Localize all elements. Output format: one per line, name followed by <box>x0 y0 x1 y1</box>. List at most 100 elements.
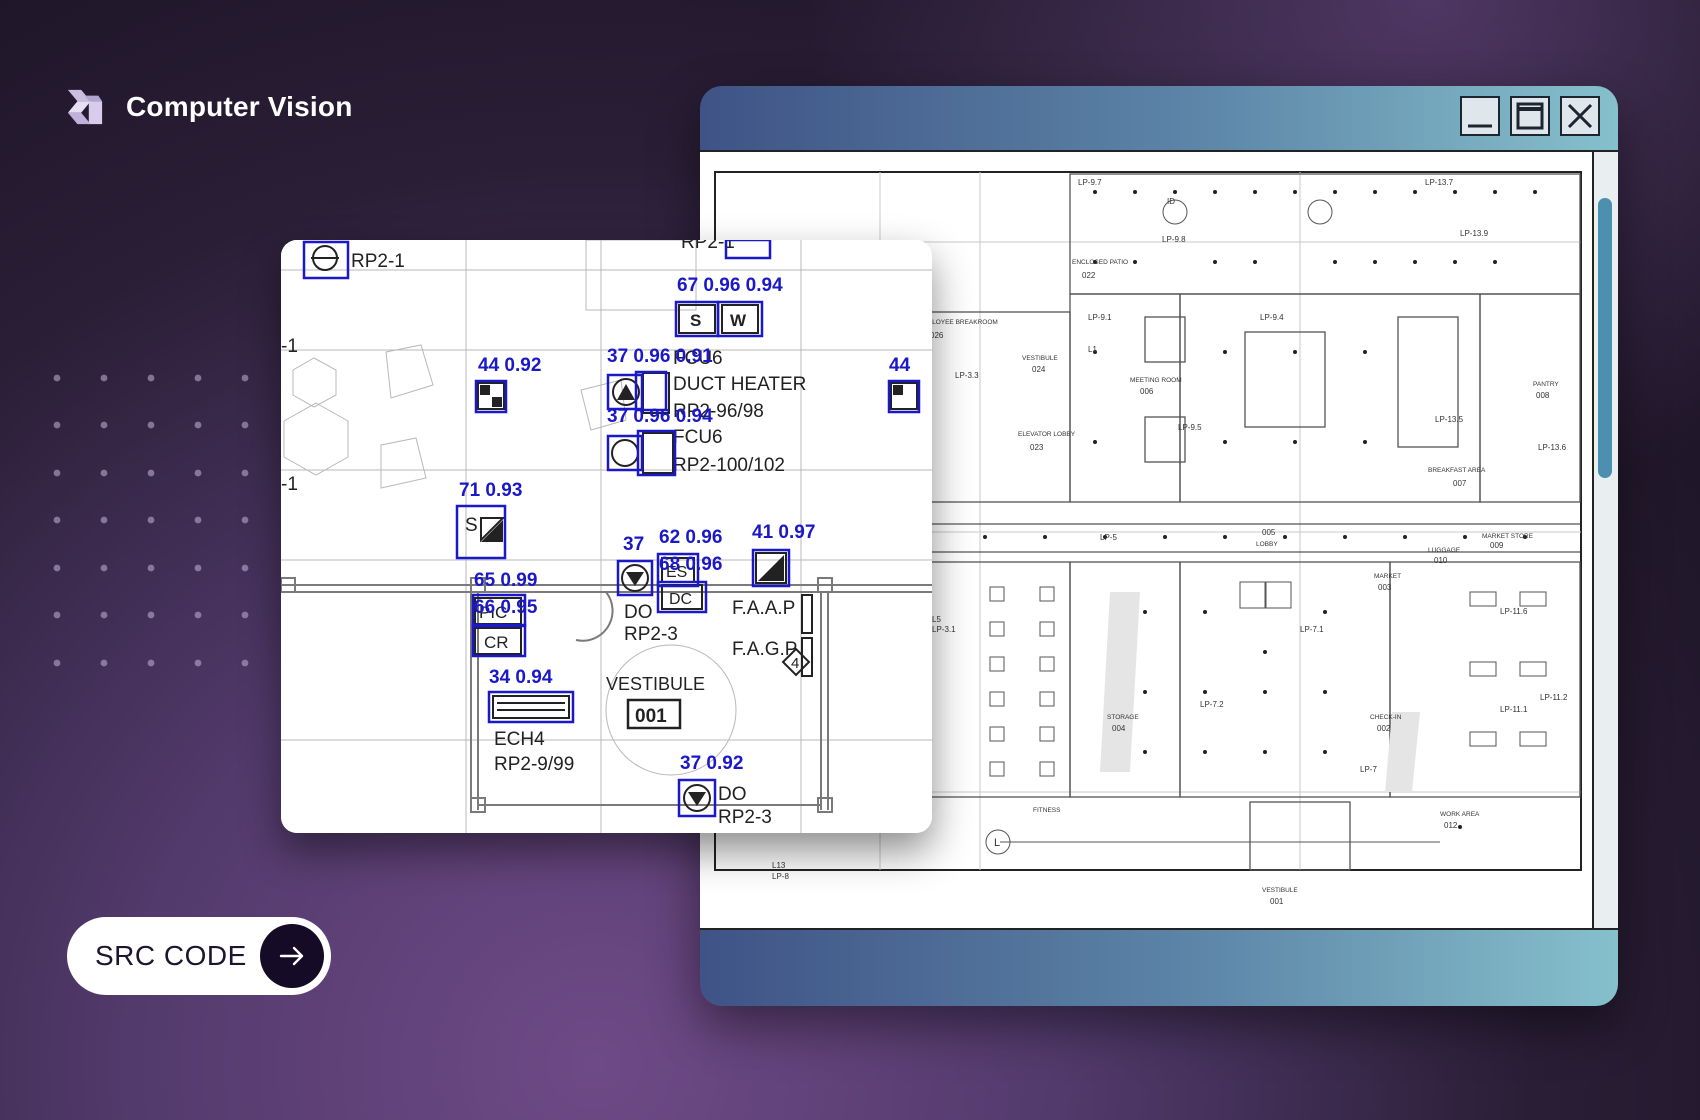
brand: Computer Vision <box>66 88 353 126</box>
detection-label: 44 <box>889 355 911 376</box>
close-button[interactable] <box>1560 96 1600 136</box>
detection-box[interactable] <box>887 379 921 414</box>
plan-label: EMPLOYEE BREAKROOM <box>918 319 998 326</box>
detection-box[interactable] <box>656 580 708 614</box>
plan-label: LP-9.1 <box>1088 313 1112 322</box>
plan-label: LP-13.9 <box>1460 229 1489 238</box>
brand-name: Computer Vision <box>126 91 353 122</box>
detection-label: 66 0.95 <box>474 597 538 618</box>
plan-label: 008 <box>1536 391 1550 400</box>
plan-label: LP-7.2 <box>1200 700 1224 709</box>
plan-label: L <box>994 837 1000 849</box>
detection-box[interactable] <box>636 429 677 477</box>
detection-label: 44 0.92 <box>478 355 541 376</box>
plan-label: 007 <box>1453 479 1467 488</box>
detection-box[interactable] <box>302 240 350 280</box>
detection-box[interactable] <box>606 434 644 472</box>
maximize-button[interactable] <box>1510 96 1550 136</box>
plan-label: 005 <box>1262 528 1276 537</box>
src-code-button[interactable]: SRC CODE <box>67 917 331 995</box>
plan-text-rp2-3-b: RP2-3 <box>718 807 772 828</box>
plan-label: 009 <box>1490 541 1504 550</box>
plan-text-rp2-9: RP2-9/99 <box>494 754 574 775</box>
zoomed-plan-drawing: RP2-1 RP2-1 FCU6 DUCT HEATER RP2-96/98 F… <box>281 240 932 833</box>
plan-text-es: ES <box>666 564 687 581</box>
detection-box[interactable] <box>656 552 700 588</box>
detection-box[interactable] <box>487 690 575 724</box>
plan-label: LP-5 <box>1100 533 1117 542</box>
plan-text-do-2: DO <box>718 784 747 805</box>
plan-label: 023 <box>1030 443 1044 452</box>
brand-logo-icon <box>67 89 103 125</box>
plan-label: STORAGE <box>1107 714 1139 721</box>
plan-label: CHECK-IN <box>1370 714 1402 721</box>
plan-label: LP-8 <box>772 872 789 881</box>
plan-label: 012 <box>1444 821 1458 830</box>
plan-text-vestibule: VESTIBULE <box>606 674 705 694</box>
plan-label: L5 <box>932 615 941 624</box>
plan-label: ID <box>1167 197 1175 206</box>
plan-label: LP-13.7 <box>1425 178 1454 187</box>
plan-label: LUGGAGE <box>1428 547 1461 554</box>
detection-box[interactable] <box>474 379 508 414</box>
plan-text-fcu6-a: FCU6 <box>673 348 723 369</box>
detection-label: 37 0.96 0.94 <box>607 406 713 427</box>
plan-text-do-1: DO <box>624 602 653 623</box>
plan-text-faap: F.A.A.P <box>732 598 795 619</box>
plan-label: LP-7 <box>1360 765 1377 774</box>
plan-label: 003 <box>1378 583 1392 592</box>
close-icon <box>1567 103 1593 129</box>
detection-label: 65 0.99 <box>474 570 537 591</box>
plan-label: LP-13.5 <box>1435 415 1464 424</box>
plan-label: LP-7.1 <box>1300 625 1324 634</box>
plan-label: VESTIBULE <box>1022 355 1058 362</box>
plan-label: PANTRY <box>1533 381 1559 388</box>
plan-text-pic: PIC <box>479 603 507 622</box>
maximize-icon <box>1516 102 1544 130</box>
plan-label: LP-9.7 <box>1078 178 1102 187</box>
plan-label: 002 <box>1377 724 1391 733</box>
window-titlebar[interactable] <box>700 86 1618 148</box>
plan-label: ELEVATOR LOBBY <box>1018 431 1076 438</box>
plan-text-fcu6-b: FCU6 <box>673 427 723 448</box>
plan-text-cr: CR <box>484 633 509 652</box>
plan-label: MARKET <box>1374 573 1401 580</box>
detection-label: 68 0.96 <box>659 554 722 575</box>
detection-box[interactable] <box>724 240 772 260</box>
plan-label: LP-3.1 <box>932 625 956 634</box>
plan-text-s2: S <box>465 515 478 536</box>
plan-label: 024 <box>1032 365 1046 374</box>
detection-label: 37 0.92 <box>680 753 743 774</box>
detection-label: 37 0.96 0.91 <box>607 346 713 367</box>
plan-label: MARKET STORE <box>1482 533 1534 540</box>
detection-box[interactable] <box>455 504 507 560</box>
plan-label: LP-9.4 <box>1260 313 1284 322</box>
detection-box[interactable] <box>606 373 644 411</box>
detection-box[interactable] <box>677 778 717 818</box>
plan-label: LP-11.6 <box>1500 607 1528 616</box>
plan-label: L13 <box>772 861 786 870</box>
detection-box[interactable] <box>471 623 527 658</box>
plan-label: FITNESS <box>1033 807 1061 814</box>
plan-text-w: W <box>730 311 747 330</box>
minimize-button[interactable] <box>1460 96 1500 136</box>
detection-box[interactable] <box>751 548 791 588</box>
plan-text-duct-heater: DUCT HEATER <box>673 374 806 395</box>
detection-box[interactable] <box>716 300 764 338</box>
detection-label: 71 0.93 <box>459 480 522 501</box>
detection-label: 67 0.96 0.94 <box>677 275 783 296</box>
plan-label: LP-11.2 <box>1540 693 1568 702</box>
plan-label: 004 <box>1112 724 1126 733</box>
plan-label: 006 <box>1140 387 1154 396</box>
vertical-scrollbar[interactable] <box>1592 152 1618 928</box>
src-code-label: SRC CODE <box>95 940 247 971</box>
plan-text-edge-b: -1 <box>281 474 298 495</box>
detection-box[interactable] <box>616 559 654 597</box>
minimize-icon <box>1468 124 1492 128</box>
plan-label: 022 <box>1082 271 1096 280</box>
detection-box[interactable] <box>634 370 668 412</box>
plan-text-001: 001 <box>635 706 667 727</box>
scrollbar-thumb[interactable] <box>1598 198 1612 478</box>
plan-label: LP-9.5 <box>1178 423 1202 432</box>
plan-label: 026 <box>930 331 944 340</box>
